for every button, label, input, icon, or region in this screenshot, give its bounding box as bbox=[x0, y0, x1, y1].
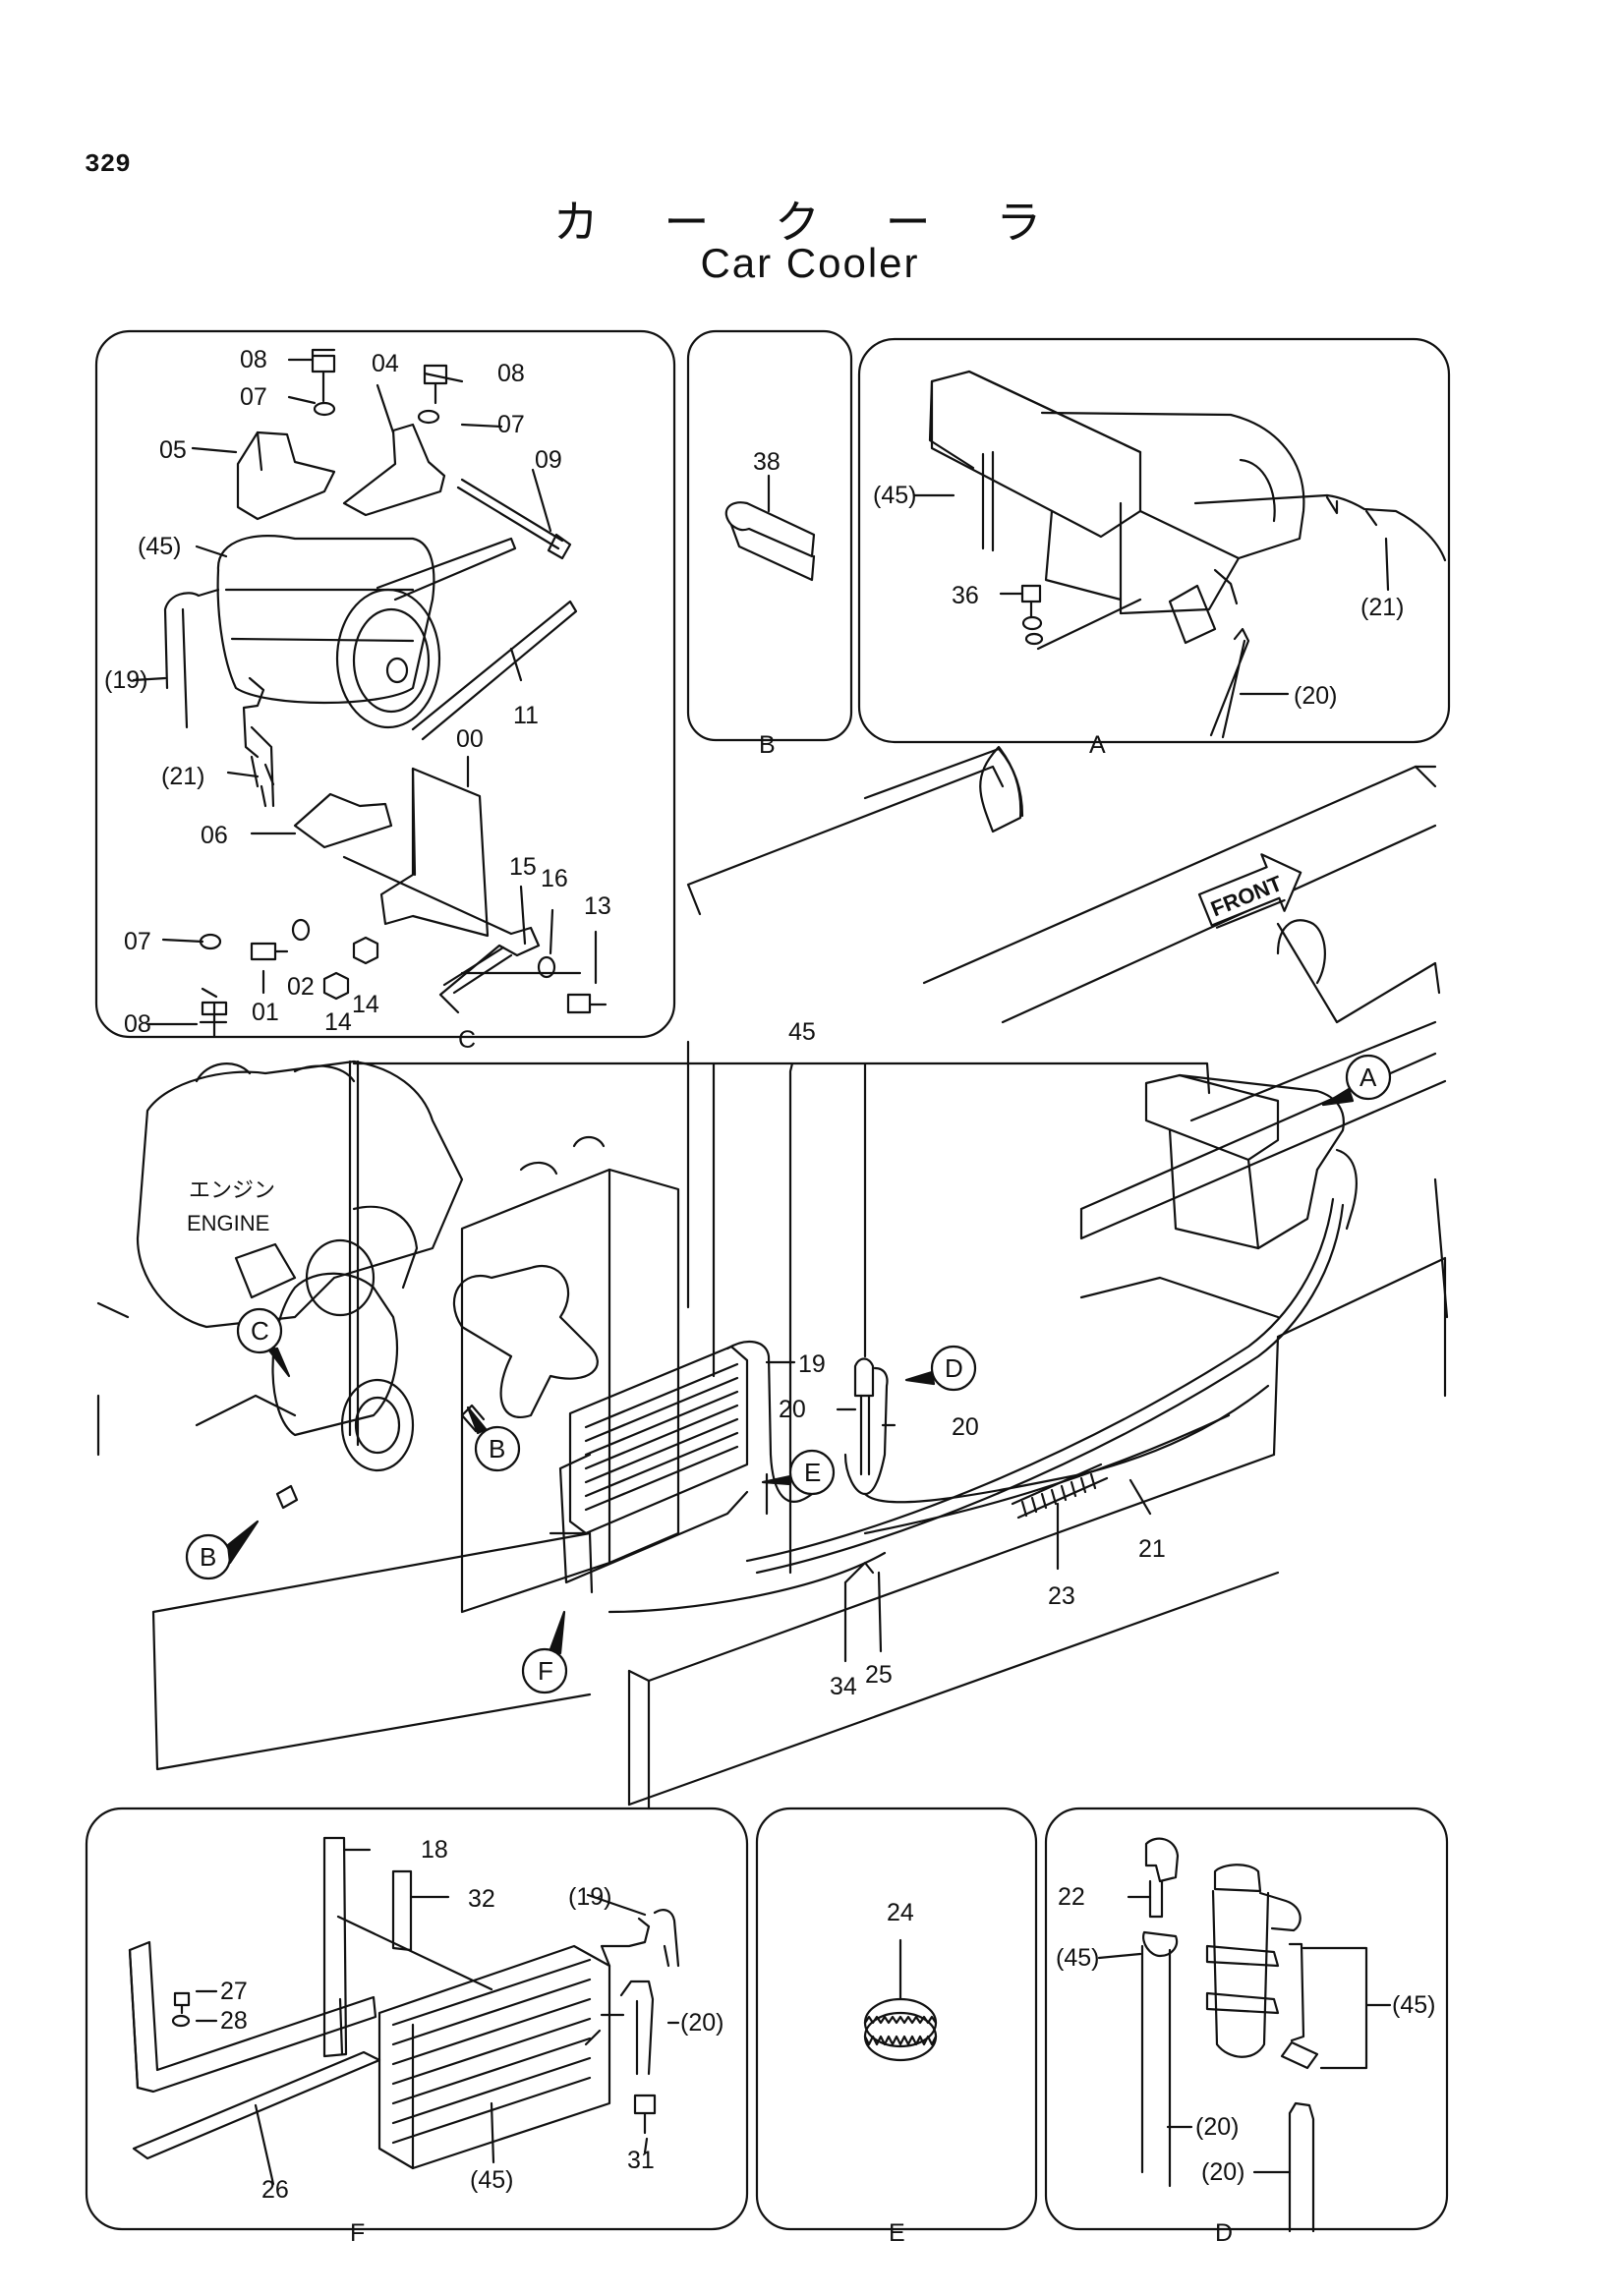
callout-b-circle-1 bbox=[474, 1425, 521, 1472]
panel-a-label: (45) bbox=[873, 482, 916, 509]
panel-d-frame bbox=[1044, 1807, 1449, 2231]
detail-panel-c bbox=[94, 329, 676, 1039]
callout-letter: D bbox=[945, 1353, 963, 1383]
panel-e-frame bbox=[755, 1807, 1038, 2231]
panel-f-label: 18 bbox=[421, 1836, 448, 1864]
panel-c-label: 00 bbox=[456, 725, 484, 753]
panel-d-letter: D bbox=[1215, 2219, 1233, 2247]
page-number: 329 bbox=[85, 149, 131, 179]
panel-f-label: 27 bbox=[220, 1978, 248, 2005]
callout-a-circle bbox=[1345, 1054, 1392, 1101]
panel-c-label: 08 bbox=[124, 1010, 151, 1038]
panel-e-letter: E bbox=[889, 2219, 905, 2247]
engine-label-en: ENGINE bbox=[187, 1211, 269, 1235]
main-part-label: 23 bbox=[1048, 1582, 1075, 1610]
panel-c-label: 01 bbox=[252, 999, 279, 1026]
title-japanese: カ ー ク ー ラ bbox=[552, 196, 1068, 249]
panel-f-letter: F bbox=[350, 2219, 365, 2247]
callout-letter: F bbox=[538, 1656, 553, 1686]
main-part-label: 20 bbox=[779, 1396, 806, 1423]
callout-letter: A bbox=[1360, 1062, 1377, 1092]
panel-b-label: 38 bbox=[753, 448, 781, 476]
engine-label-jp: エンジン bbox=[189, 1178, 275, 1203]
panel-c-label: 04 bbox=[372, 350, 399, 377]
title-english: Car Cooler bbox=[700, 240, 920, 286]
panel-c-label: (21) bbox=[161, 763, 204, 790]
panel-d-label: (45) bbox=[1392, 1991, 1435, 2019]
panel-c-label: 06 bbox=[201, 822, 228, 849]
panel-f-label: 26 bbox=[261, 2176, 289, 2204]
panel-c-label: 08 bbox=[497, 360, 525, 387]
panel-c-label: 15 bbox=[509, 853, 537, 881]
panel-c-label: 05 bbox=[159, 436, 187, 464]
detail-panel-d bbox=[1044, 1807, 1449, 2233]
callout-d-circle bbox=[930, 1345, 977, 1392]
panel-c-label: 08 bbox=[240, 346, 267, 373]
detail-panel-a bbox=[857, 337, 1451, 744]
panel-a-letter: A bbox=[1089, 731, 1106, 759]
panel-c-label: 14 bbox=[324, 1008, 352, 1036]
callout-e-circle bbox=[788, 1449, 836, 1496]
detail-panel-e bbox=[755, 1807, 1038, 2231]
panel-c-label: 13 bbox=[584, 892, 611, 920]
main-part-label: 21 bbox=[1138, 1535, 1166, 1563]
panel-f-label: 32 bbox=[468, 1885, 495, 1913]
panel-c-label: 02 bbox=[287, 973, 315, 1001]
panel-c-label: (45) bbox=[138, 533, 181, 560]
panel-b-frame bbox=[686, 329, 853, 742]
main-part-label: 34 bbox=[830, 1673, 857, 1700]
panel-f-label: 31 bbox=[627, 2147, 655, 2174]
panel-f-label: 28 bbox=[220, 2007, 248, 2035]
callout-f-circle bbox=[521, 1647, 568, 1694]
front-direction-arrow: FRONT bbox=[1197, 853, 1302, 929]
panel-c-label: 07 bbox=[497, 411, 525, 438]
detail-panel-f bbox=[85, 1807, 749, 2231]
panel-d-label: 22 bbox=[1058, 1883, 1085, 1911]
panel-c-label: 11 bbox=[513, 702, 539, 729]
callout-letter: E bbox=[804, 1458, 821, 1487]
callout-c-circle bbox=[236, 1307, 283, 1354]
panel-c-label: 07 bbox=[124, 928, 151, 955]
main-part-label: 25 bbox=[865, 1661, 893, 1689]
panel-f-frame bbox=[85, 1807, 749, 2231]
callout-letter: C bbox=[251, 1316, 269, 1346]
panel-c-frame bbox=[94, 329, 676, 1039]
callout-letter: B bbox=[200, 1542, 216, 1572]
panel-f-label: (20) bbox=[680, 2009, 723, 2037]
main-part-label: 20 bbox=[952, 1413, 979, 1441]
main-part-label: 19 bbox=[798, 1350, 826, 1378]
panel-c-letter: C bbox=[458, 1026, 476, 1054]
panel-a-label: (20) bbox=[1294, 682, 1337, 710]
panel-c-label: 14 bbox=[352, 991, 379, 1018]
main-assembly-drawing bbox=[96, 745, 1449, 1810]
panel-c-label: 16 bbox=[541, 865, 568, 892]
panel-f-label: (19) bbox=[568, 1883, 611, 1911]
detail-panel-b bbox=[686, 329, 853, 742]
panel-a-label: (21) bbox=[1360, 594, 1404, 621]
panel-a-frame bbox=[857, 337, 1451, 744]
panel-d-label: (45) bbox=[1056, 1944, 1099, 1972]
panel-d-label: (20) bbox=[1201, 2158, 1244, 2186]
panel-f-label: (45) bbox=[470, 2166, 513, 2194]
panel-e-label: 24 bbox=[887, 1899, 914, 1926]
callout-markers bbox=[185, 1054, 1392, 1694]
panel-c-label: (19) bbox=[104, 666, 147, 694]
panel-d-label: (20) bbox=[1195, 2113, 1239, 2141]
panel-a-label: 36 bbox=[952, 582, 979, 609]
panel-c-label: 07 bbox=[240, 383, 267, 411]
panel-c-label: 09 bbox=[535, 446, 562, 474]
main-part-label: 45 bbox=[788, 1018, 816, 1046]
panel-b-letter: B bbox=[759, 731, 776, 759]
callout-letter: B bbox=[489, 1434, 505, 1464]
